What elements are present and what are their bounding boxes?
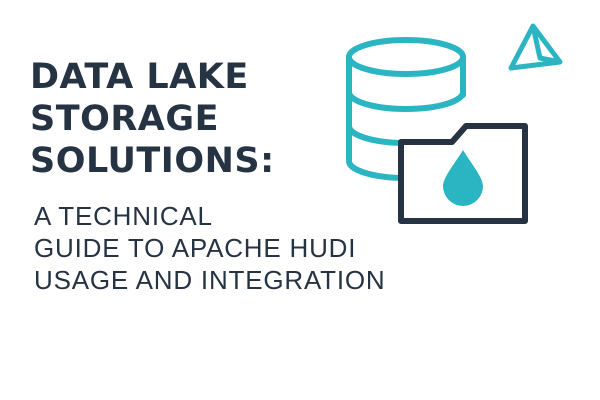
subtitle-line: A TECHNICAL xyxy=(34,201,213,231)
subtitle-line: GUIDE TO APACHE HUDI xyxy=(34,233,357,263)
triangle-logo-icon xyxy=(508,23,563,71)
database-icon xyxy=(345,37,466,181)
title-line: STORAGE xyxy=(30,99,220,139)
title-line: DATA LAKE xyxy=(30,57,249,97)
subtitle-line: USAGE AND INTEGRATION xyxy=(34,265,386,295)
water-drop-icon xyxy=(443,150,483,206)
title-line: SOLUTIONS: xyxy=(30,141,275,181)
title: DATA LAKE STORAGE SOLUTIONS: xyxy=(30,56,450,182)
subtitle: A TECHNICAL GUIDE TO APACHE HUDI USAGE A… xyxy=(34,200,474,296)
illustration xyxy=(345,23,563,224)
